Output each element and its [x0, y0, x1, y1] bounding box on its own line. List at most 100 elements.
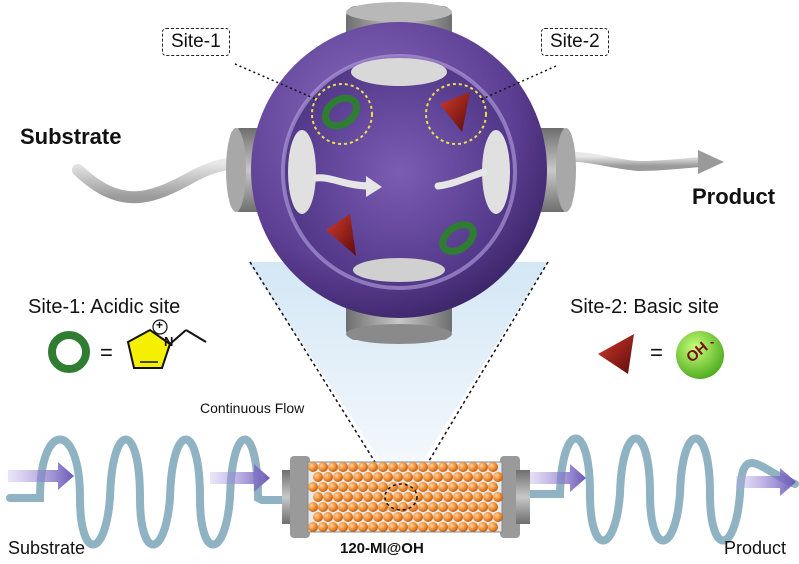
legend-acidic-ring	[48, 331, 90, 373]
catalyst-bead	[483, 512, 493, 522]
flow-arrow-left-1	[8, 462, 74, 490]
catalyst-bead	[408, 482, 418, 492]
legend-basic-cone	[598, 334, 634, 374]
catalyst-bead	[363, 472, 373, 482]
catalyst-bead	[453, 492, 463, 502]
zoom-spot	[384, 483, 418, 511]
catalyst-bead	[368, 462, 378, 472]
catalyst-bead	[358, 462, 368, 472]
catalyst-bead	[493, 472, 503, 482]
reactor-name-label: 120-MI@OH	[340, 540, 424, 557]
catalyst-bead	[473, 472, 483, 482]
product-top-label: Product	[692, 184, 776, 209]
catalyst-bead	[343, 472, 353, 482]
equals-left: =	[100, 340, 113, 365]
catalyst-bead	[413, 492, 423, 502]
catalyst-bead	[353, 472, 363, 482]
catalyst-bead	[388, 502, 398, 512]
catalyst-bead	[308, 482, 318, 492]
zoom-line-right	[413, 261, 549, 487]
catalyst-bead	[488, 502, 498, 512]
catalyst-bead	[438, 462, 448, 472]
coil-left	[6, 435, 296, 549]
inner-arrow-in-head	[366, 176, 382, 197]
catalyst-bead	[483, 492, 493, 502]
catalyst-bead	[398, 522, 408, 532]
catalyst-bead	[313, 512, 323, 522]
catalyst-bead	[423, 472, 433, 482]
catalyst-bead	[493, 512, 503, 522]
catalyst-bead	[358, 522, 368, 532]
catalyst-bead	[443, 472, 453, 482]
catalyst-bead	[348, 482, 358, 492]
flow-arrow-left-2	[210, 464, 270, 492]
catalyst-bead	[348, 522, 358, 532]
catalyst-bead	[458, 462, 468, 472]
catalyst-bead	[448, 522, 458, 532]
catalyst-bead	[358, 502, 368, 512]
catalyst-bead	[318, 482, 328, 492]
catalyst-bead	[428, 462, 438, 472]
catalyst-bead	[343, 492, 353, 502]
catalyst-bead	[428, 502, 438, 512]
catalyst-bead	[343, 512, 353, 522]
catalyst-bead	[333, 492, 343, 502]
catalyst-bead	[408, 462, 418, 472]
catalyst-bead	[418, 502, 428, 512]
cation-charge: +	[156, 318, 164, 332]
catalyst-bead	[328, 462, 338, 472]
catalyst-bead	[463, 472, 473, 482]
catalyst-bead	[408, 522, 418, 532]
cage-windows	[288, 58, 510, 282]
catalyst-bead	[373, 512, 383, 522]
flow-arrow-right-2	[736, 468, 796, 496]
catalyst-bead	[473, 492, 483, 502]
catalyst-bead	[313, 492, 323, 502]
catalyst-bead	[313, 472, 323, 482]
site-2-highlight	[425, 83, 487, 145]
catalyst-bead	[433, 472, 443, 482]
catalyst-bead	[458, 522, 468, 532]
catalyst-bead	[308, 522, 318, 532]
basic-cone-bottom	[326, 214, 356, 256]
coil-right	[506, 434, 799, 545]
imidazolium-ring	[126, 328, 172, 369]
catalyst-bead	[478, 482, 488, 492]
catalyst-bead	[443, 512, 453, 522]
catalyst-bead	[398, 462, 408, 472]
catalyst-bead	[468, 462, 478, 472]
catalyst-bead	[443, 492, 453, 502]
catalyst-bead	[453, 512, 463, 522]
catalyst-bead	[378, 482, 388, 492]
catalyst-bead	[348, 462, 358, 472]
catalyst-bead	[338, 502, 348, 512]
catalyst-bead	[388, 522, 398, 532]
catalyst-bead	[448, 462, 458, 472]
catalyst-bead	[418, 482, 428, 492]
catalyst-bead	[403, 512, 413, 522]
equals-right: =	[650, 340, 663, 365]
catalyst-bead	[453, 472, 463, 482]
catalyst-bead	[353, 512, 363, 522]
catalyst-bead	[393, 492, 403, 502]
inner-arrow-out	[434, 168, 488, 190]
catalyst-bead	[328, 522, 338, 532]
catalyst-bead	[378, 502, 388, 512]
substrate-bottom-label: Substrate	[8, 538, 86, 558]
catalyst-bead	[403, 492, 413, 502]
catalyst-bead	[338, 462, 348, 472]
catalyst-bead	[413, 512, 423, 522]
catalyst-bead	[308, 462, 318, 472]
catalyst-bead	[323, 472, 333, 482]
catalyst-bead	[378, 522, 388, 532]
catalyst-bead	[473, 512, 483, 522]
acidic-ring-top	[321, 94, 361, 130]
catalyst-bead	[463, 512, 473, 522]
site-2-leader	[479, 65, 557, 101]
catalyst-bead	[388, 462, 398, 472]
catalyst-bead	[448, 502, 458, 512]
catalyst-bead	[433, 512, 443, 522]
hydroxide-sphere	[676, 331, 724, 379]
catalyst-bead	[363, 492, 373, 502]
